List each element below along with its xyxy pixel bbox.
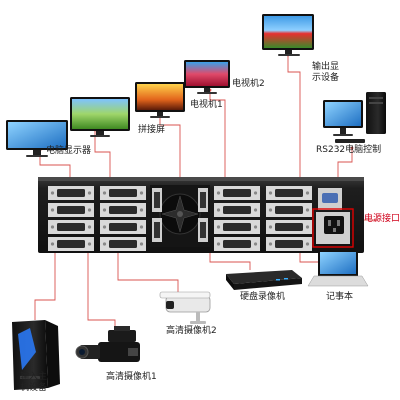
rs232-label: RS232电脑控制	[316, 145, 382, 155]
hd-camera2-device	[159, 291, 211, 324]
output-display-device	[262, 14, 314, 56]
wire-tv2	[209, 90, 226, 182]
wire-input-host	[34, 252, 56, 320]
input-port	[48, 220, 94, 234]
aux-connector	[152, 188, 162, 212]
output-port	[266, 220, 312, 234]
wire-tv1	[159, 112, 181, 182]
output-port-grid	[214, 186, 312, 251]
hd-camera2-label: 高清摄像机2	[166, 326, 217, 336]
aux-connector	[152, 218, 162, 242]
tv2-device	[184, 60, 230, 94]
wire-rs232	[337, 148, 353, 182]
aux-connector	[198, 188, 208, 212]
splice-screen-device	[70, 97, 130, 137]
input-port	[48, 237, 94, 251]
input-port	[48, 203, 94, 217]
power-socket	[316, 212, 350, 244]
output-display-label: 输出显 示设备	[312, 62, 340, 83]
tv2-label: 电视机2	[232, 79, 265, 89]
notebook-laptop-device	[307, 250, 369, 287]
output-port	[214, 237, 260, 251]
output-port	[266, 186, 312, 200]
rs232-control-pc-device	[323, 92, 386, 143]
input-port	[100, 237, 146, 251]
dvr-device	[226, 270, 302, 290]
output-port	[214, 186, 260, 200]
splice-screen-label: 拼接屏	[138, 125, 166, 135]
tv1-device	[135, 82, 185, 118]
wire-output	[287, 55, 301, 182]
input-port	[100, 220, 146, 234]
input-port-grid	[48, 186, 146, 251]
input-port	[100, 203, 146, 217]
pc-monitor-device	[6, 120, 68, 157]
center-fan-panel	[150, 185, 210, 247]
wire-pc-monitor	[39, 150, 71, 182]
input-port	[100, 186, 146, 200]
pc-monitor-label: 电脑显示器	[46, 146, 92, 156]
matrix-chassis	[38, 177, 364, 253]
power-port-label: 电源接口	[364, 214, 400, 224]
output-port	[214, 220, 260, 234]
wire-splice-screen	[94, 130, 111, 182]
wire-hd-camera1	[87, 252, 116, 330]
rs232-port	[318, 188, 342, 210]
wires	[34, 55, 378, 330]
aux-connector	[198, 218, 208, 242]
hd-camera1-label: 高清摄像机1	[106, 372, 157, 382]
input-port	[48, 186, 94, 200]
output-port	[266, 237, 312, 251]
output-port	[214, 203, 260, 217]
wire-hd-camera2	[117, 252, 179, 292]
dvr-label: 硬盘录像机	[240, 292, 286, 302]
output-port	[266, 203, 312, 217]
hd-camera1-device	[75, 326, 140, 362]
power-port-highlight	[312, 208, 354, 248]
input-host-label: 输入主 机设备	[20, 372, 48, 393]
input-host-tower-device	[12, 320, 60, 390]
notebook-label: 记事本	[326, 292, 354, 302]
wire-dvr	[209, 252, 251, 270]
tv1-label: 电视机1	[190, 100, 223, 110]
